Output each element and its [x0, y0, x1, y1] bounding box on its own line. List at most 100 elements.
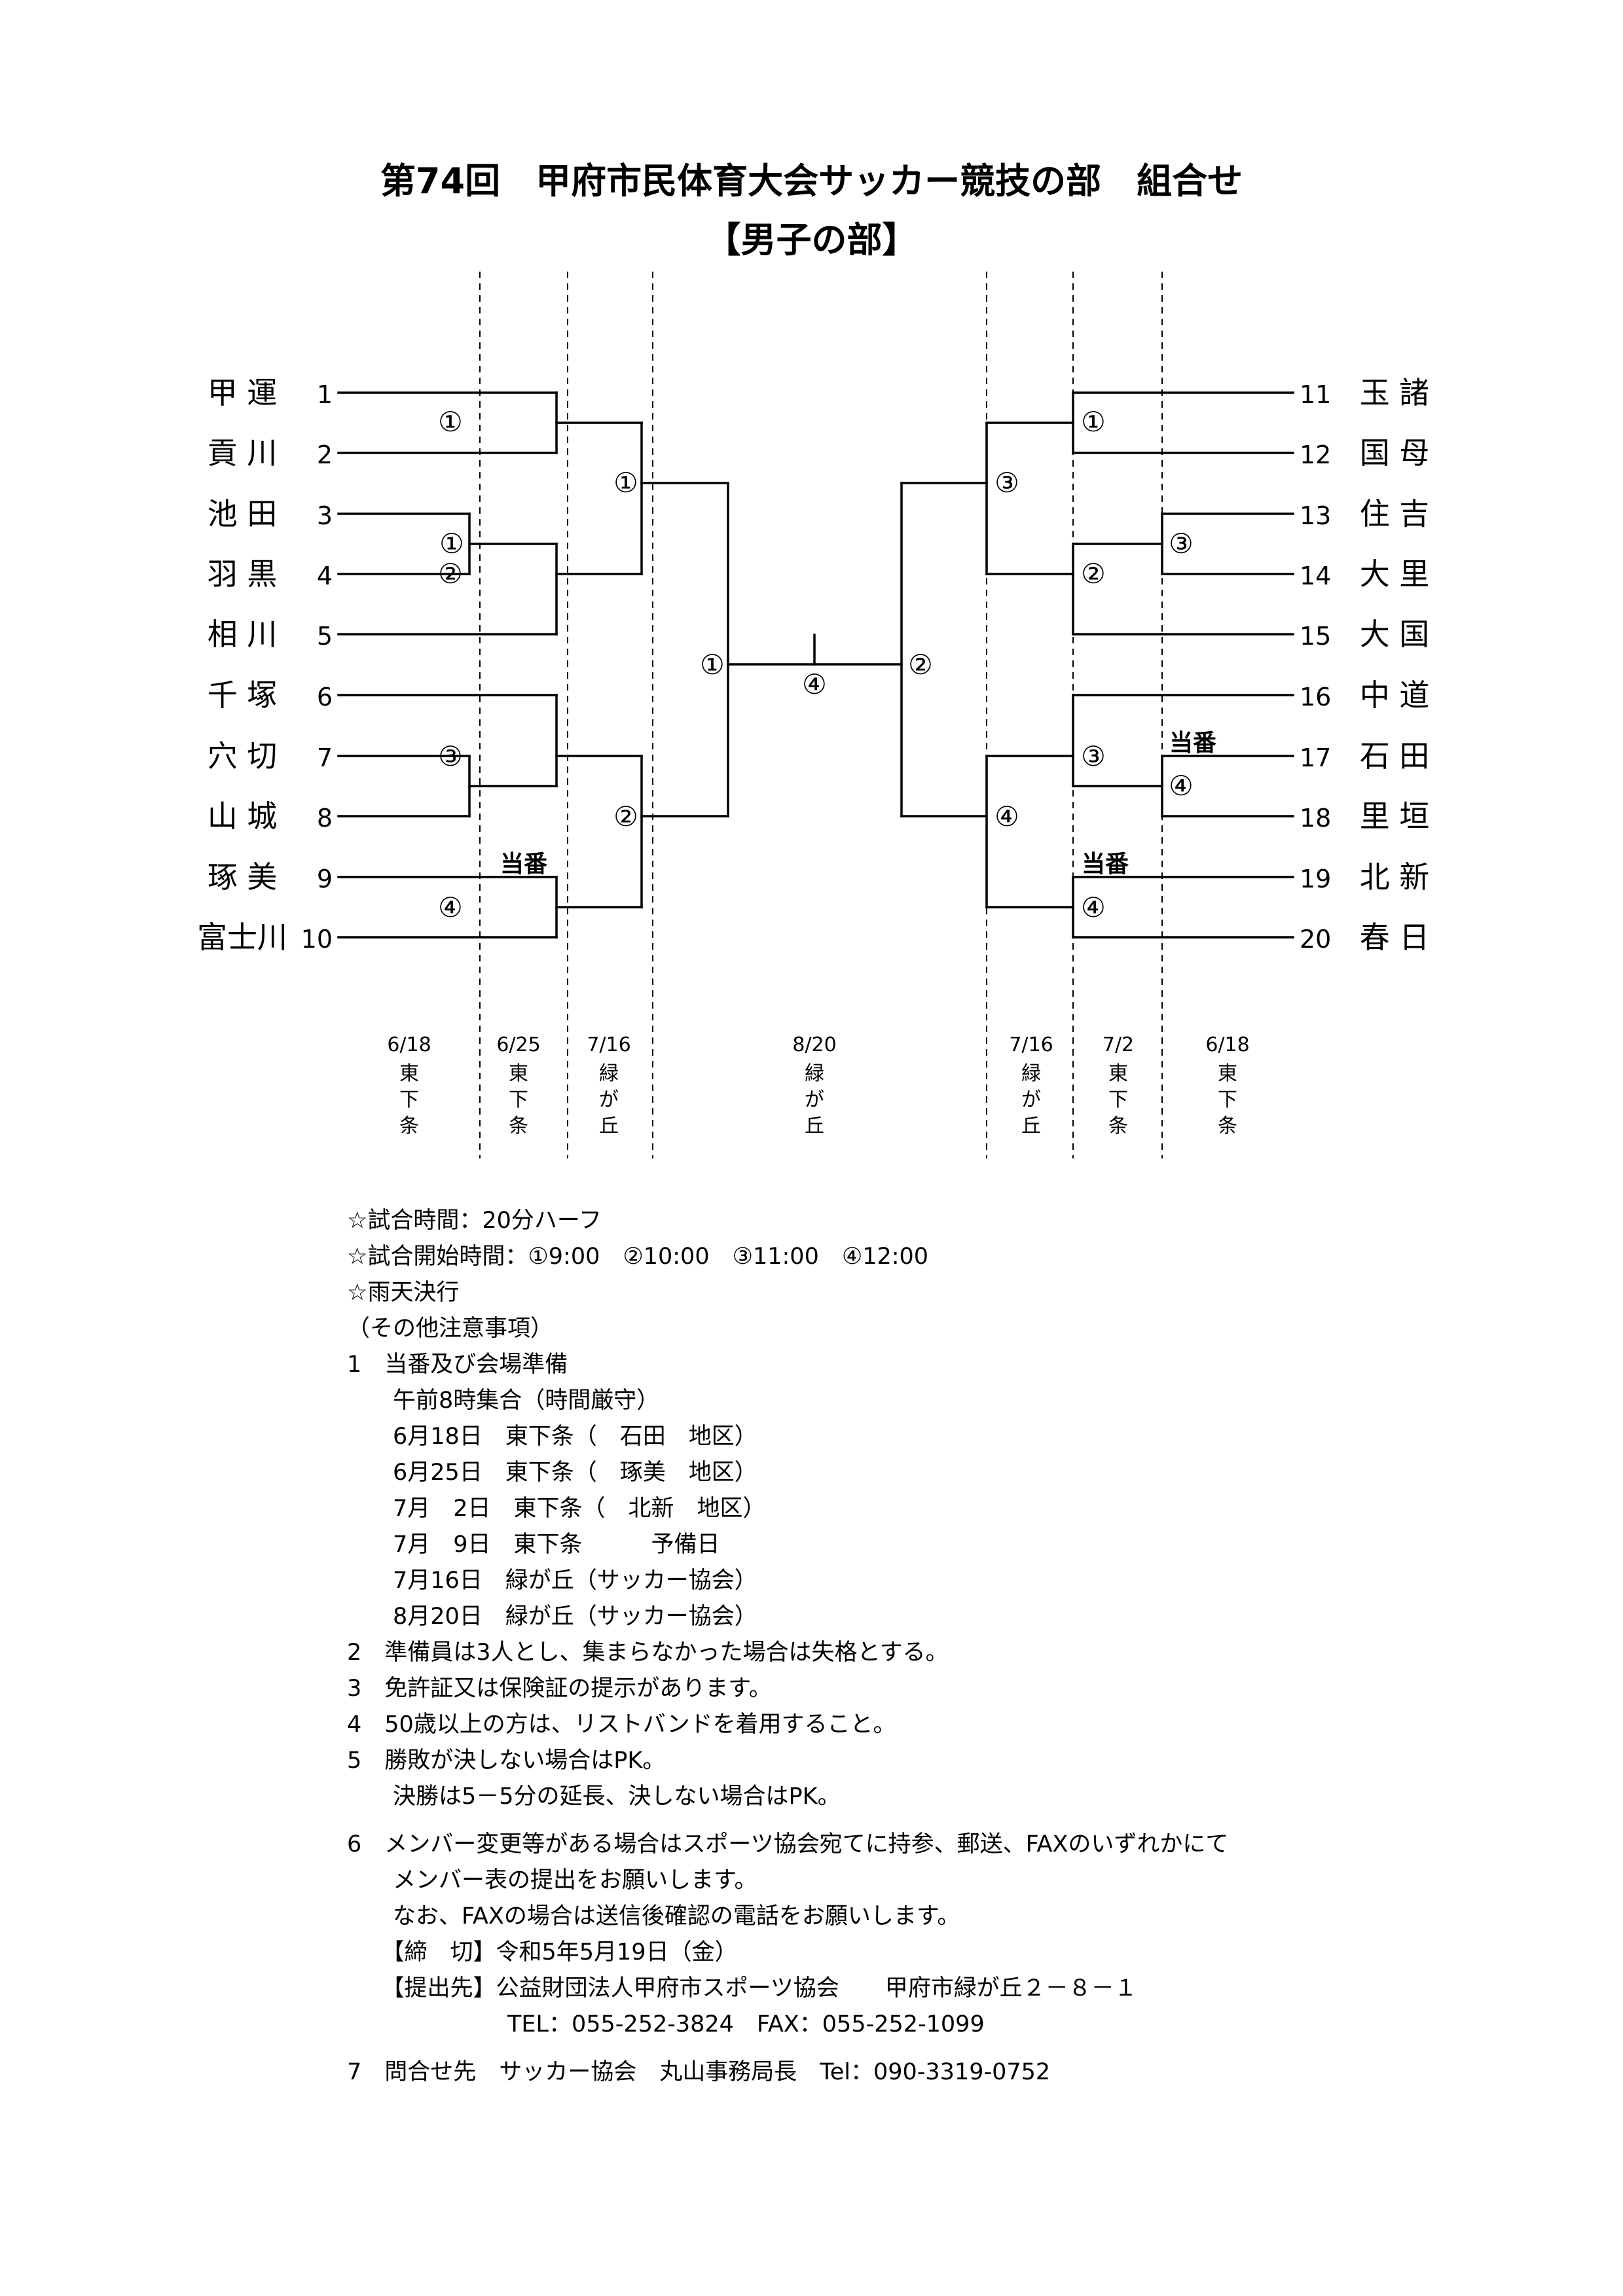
spacer — [347, 2043, 1565, 2054]
schedule-date: 6/18 — [1205, 1033, 1249, 1056]
schedule-venue-char: 緑 — [805, 1062, 824, 1085]
schedule-venue-char: が — [805, 1088, 824, 1111]
schedule-venue-char: 東 — [1218, 1062, 1237, 1085]
note-line: 【提出先】公益財団法人甲府市スポーツ協会 甲府市緑が丘２－８－１ — [347, 1975, 1137, 2001]
note-line: （その他注意事項） — [347, 1316, 554, 1342]
schedule-date: 7/16 — [1009, 1033, 1053, 1056]
match-label: ① — [439, 528, 464, 560]
team-name: 琢 美 — [208, 859, 278, 895]
duty-label: 当番 — [1169, 730, 1216, 757]
seed-number: 18 — [1300, 804, 1331, 833]
schedule-venue-char: 条 — [399, 1115, 419, 1138]
schedule-venue-char: 下 — [399, 1088, 419, 1111]
match-label: ① — [438, 406, 463, 438]
note-line: 6 メンバー変更等がある場合はスポーツ協会宛てに持参、郵送、FAXのいずれかにて — [347, 1831, 1229, 1857]
team-name: 富士川 — [197, 920, 287, 955]
duty-label: 当番 — [500, 851, 547, 878]
seed-number: 11 — [1300, 380, 1331, 409]
note-line: TEL：055-252-3824 FAX：055-252-1099 — [347, 2011, 985, 2037]
match-label: ① — [700, 649, 725, 681]
match-label: ④ — [1081, 891, 1106, 924]
schedule-columns: 6/18東下条6/25東下条7/16緑が丘8/20緑が丘7/16緑が丘7/2東下… — [387, 1033, 1249, 1138]
seed-number: 15 — [1300, 622, 1331, 651]
schedule-venue-char: 東 — [509, 1062, 528, 1085]
note-line: 4 50歳以上の方は、リストバンドを着用すること。 — [347, 1712, 896, 1738]
schedule-date: 6/25 — [496, 1033, 540, 1056]
spacer — [347, 1815, 1565, 1827]
seed-number: 8 — [317, 804, 333, 833]
team-name: 山 城 — [208, 798, 278, 834]
note-line: ☆試合開始時間：①9:00 ②10:00 ③11:00 ④12:00 — [347, 1244, 929, 1270]
note-line: 2 準備員は3人とし、集まらなかった場合は失格とする。 — [347, 1640, 949, 1666]
note-line: 【締 切】令和5年5月19日（金） — [347, 1939, 738, 1965]
seed-number: 12 — [1300, 440, 1331, 469]
seed-number: 1 — [317, 380, 333, 409]
schedule-venue-char: 東 — [1108, 1062, 1128, 1085]
duty-label: 当番 — [1082, 851, 1129, 878]
match-labels: ① ② ③ ④ ① ① ② ① ④ ② ③ ④ ① ② ③ ④ ③ ④ — [438, 406, 1194, 924]
note-line: 3 免許証又は保険証の提示があります。 — [347, 1676, 772, 1702]
team-name: 国 母 — [1360, 435, 1430, 471]
team-name: 北 新 — [1360, 859, 1430, 895]
schedule-venue-char: 緑 — [1021, 1062, 1041, 1085]
schedule-venue-char: 条 — [509, 1115, 528, 1138]
note-line: 午前8時集合（時間厳守） — [347, 1388, 660, 1414]
schedule-venue-char: 下 — [509, 1088, 528, 1111]
seed-number: 20 — [1300, 925, 1331, 954]
note-line: ☆試合時間：20分ハーフ — [347, 1208, 602, 1234]
match-label: ② — [613, 800, 638, 833]
team-name: 大 国 — [1360, 617, 1430, 652]
schedule-date: 8/20 — [792, 1033, 836, 1056]
schedule-venue-char: 下 — [1218, 1088, 1237, 1111]
column-separators — [479, 272, 1163, 1158]
team-name: 池 田 — [208, 496, 278, 531]
note-line: 7月 2日 東下条（ 北新 地区） — [347, 1496, 766, 1522]
note-line: 5 勝敗が決しない場合はPK。 — [347, 1748, 666, 1774]
duty-labels: 当番 当番 当番 — [500, 730, 1216, 878]
seed-number: 9 — [317, 865, 333, 893]
match-label: ④ — [994, 800, 1019, 833]
note-line: ☆雨天決行 — [347, 1280, 460, 1306]
notes-section: ☆試合時間：20分ハーフ ☆試合開始時間：①9:00 ②10:00 ③11:00… — [347, 1203, 1565, 2090]
page-title: 第74回 甲府市民体育大会サッカー競技の部 組合せ — [380, 160, 1243, 202]
match-label: ④ — [802, 668, 827, 700]
seed-number: 7 — [317, 744, 333, 772]
team-name: 石 田 — [1360, 738, 1430, 774]
match-label: ② — [1081, 558, 1106, 590]
match-label: ④ — [438, 891, 463, 924]
seed-number: 14 — [1300, 562, 1331, 590]
match-label: ③ — [994, 467, 1019, 499]
schedule-venue-char: 丘 — [599, 1115, 619, 1138]
seed-number: 3 — [317, 501, 333, 530]
seed-number: 5 — [317, 622, 333, 651]
schedule-date: 7/16 — [587, 1033, 630, 1056]
team-name: 里 垣 — [1360, 798, 1430, 834]
seed-number: 13 — [1300, 501, 1331, 530]
team-name: 玉 諸 — [1360, 375, 1430, 410]
note-line: 6月18日 東下条（ 石田 地区） — [347, 1424, 757, 1450]
team-name: 住 吉 — [1360, 496, 1430, 531]
note-line: なお、FAXの場合は送信後確認の電話をお願いします。 — [347, 1903, 960, 1929]
team-name: 春 日 — [1360, 920, 1430, 955]
schedule-venue-char: が — [599, 1088, 619, 1111]
schedule-venue-char: 東 — [399, 1062, 419, 1085]
note-line: メンバー表の提出をお願いします。 — [347, 1867, 757, 1893]
team-name: 中 道 — [1360, 677, 1430, 713]
seed-number: 2 — [317, 440, 333, 469]
match-label: ③ — [438, 740, 463, 772]
team-name: 甲 運 — [208, 375, 278, 410]
seed-number: 6 — [317, 683, 333, 711]
team-name: 羽 黒 — [208, 556, 278, 592]
seed-number: 4 — [317, 562, 333, 590]
match-label: ② — [438, 558, 463, 590]
team-name: 千 塚 — [208, 677, 278, 713]
